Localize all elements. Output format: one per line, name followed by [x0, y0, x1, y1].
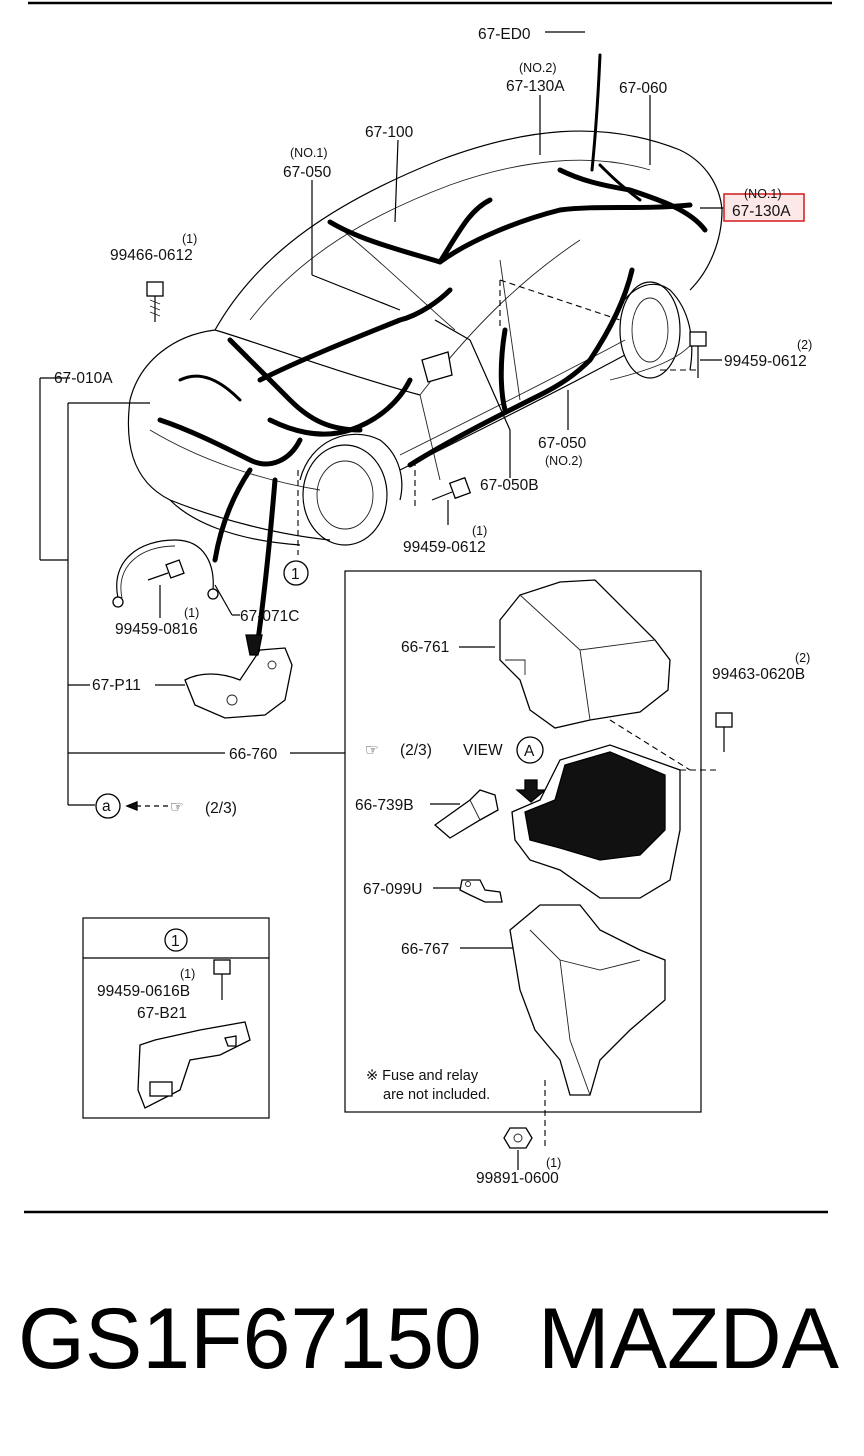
inset-detail-1	[82, 917, 270, 1119]
leader-lines	[39, 31, 725, 1170]
clip-67-099u	[459, 879, 503, 903]
ref-icon-a: ☞	[170, 799, 184, 816]
label-no2-top: (NO.2)	[519, 61, 557, 75]
label-67-010a: 67-010A	[54, 370, 113, 387]
wiring-harness	[157, 53, 708, 643]
cable-67-071c	[112, 539, 219, 608]
bolt-99459-0816	[147, 559, 185, 581]
label-no1-050: (NO.1)	[290, 146, 328, 160]
label-inset-title: 1	[171, 933, 180, 950]
bracket-67-p11	[184, 634, 293, 719]
bolt-99466-0612	[146, 281, 164, 322]
label-circle-a: a	[102, 798, 111, 815]
fuse-note-line-1: ※ Fuse and relay	[366, 1068, 479, 1084]
label-99463-0620b: 99463-0620B	[712, 666, 805, 683]
label-67-p11: 67-P11	[92, 677, 141, 694]
label-66-767: 66-767	[401, 941, 449, 958]
bolt-99459-0612-right	[689, 331, 707, 378]
label-67-100: 67-100	[365, 124, 414, 141]
label-circle-1: 1	[291, 566, 300, 583]
label-qty-1e: (1)	[180, 967, 195, 981]
view-a-indicator	[515, 736, 547, 803]
label-66-761: 66-761	[401, 639, 449, 656]
label-view-a: A	[524, 743, 535, 760]
label-99466-0612: 99466-0612	[110, 247, 193, 264]
label-99459-0612-right: 99459-0612	[724, 353, 807, 370]
label-99891-0600: 99891-0600	[476, 1170, 559, 1187]
label-qty-1a: (1)	[182, 232, 197, 246]
bracket-66-767	[509, 904, 666, 1150]
label-67-050-no2: 67-050	[538, 435, 587, 452]
label-qty-1c: (1)	[184, 606, 199, 620]
label-66-739b: 66-739B	[355, 797, 414, 814]
label-67-050b: 67-050B	[480, 477, 539, 494]
label-67-099u: 67-099U	[363, 881, 422, 898]
label-66-760: 66-760	[229, 746, 278, 763]
label-67-ed0: 67-ED0	[478, 26, 531, 43]
fusebox-66-760	[511, 719, 720, 899]
bolt-99463-0620b	[715, 712, 733, 752]
label-no1-top: (NO.1)	[744, 187, 782, 201]
label-99459-0612-bottom: 99459-0612	[403, 539, 486, 556]
label-qty-2a: (2)	[797, 338, 812, 352]
label-67-071c: 67-071C	[240, 608, 299, 625]
text-labels: 67-ED0 (NO.2) 67-130A 67-060 (NO.1) 67-1…	[54, 26, 812, 1187]
fuse-note-line-2: are not included.	[383, 1087, 490, 1103]
label-99459-0616b: 99459-0616B	[97, 983, 190, 1000]
label-67-060: 67-060	[619, 80, 668, 97]
nut-99891-0600	[503, 1127, 533, 1149]
footer-part-number: GS1F67150	[18, 1291, 482, 1387]
label-qty-1d: (1)	[546, 1156, 561, 1170]
label-67-130a-no2: 67-130A	[506, 78, 565, 95]
callout-circle-a	[95, 793, 121, 819]
label-99459-0816: 99459-0816	[115, 621, 198, 638]
callout-circle-1	[283, 560, 309, 586]
label-67-130a-no1: 67-130A	[732, 203, 791, 220]
label-qty-2b: (2)	[795, 651, 810, 665]
cover-66-761	[499, 579, 671, 729]
footer-brand: MAZDA	[538, 1291, 840, 1387]
label-67-050-no1: 67-050	[283, 164, 332, 181]
fusebox-frame	[344, 570, 702, 1113]
label-no2-050: (NO.2)	[545, 454, 583, 468]
bolt-99459-0612-bottom	[431, 476, 472, 501]
part-66-739b	[433, 789, 499, 839]
label-view: VIEW	[463, 742, 503, 759]
label-qty-1b: (1)	[472, 524, 487, 538]
highlight-box-67-130a	[723, 193, 805, 222]
label-67-b21: 67-B21	[137, 1005, 187, 1022]
label-ref-2-3-b: (2/3)	[400, 742, 432, 759]
ref-icon-b: ☞	[365, 742, 379, 759]
label-ref-2-3-a: (2/3)	[205, 800, 237, 817]
